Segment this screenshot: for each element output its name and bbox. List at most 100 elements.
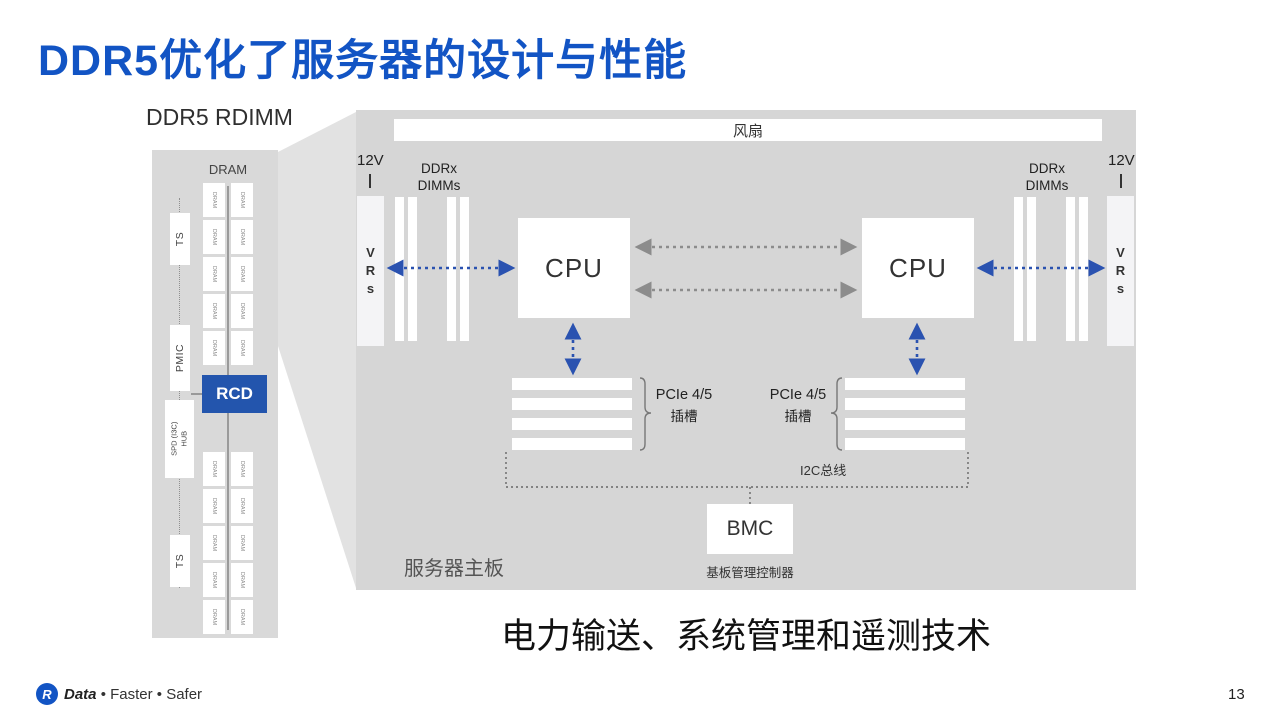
rdimm-side-chain-line [179, 198, 180, 588]
vrs-right-letter: V [1116, 244, 1125, 260]
dram-chip-label: DRAM [238, 534, 245, 552]
dram-chip-column: DRAM DRAM DRAM DRAM DRAM [231, 452, 253, 634]
v12-right-label: 12V [1108, 152, 1135, 169]
dram-chip: DRAM [203, 563, 225, 597]
dram-chip-label: DRAM [238, 571, 245, 589]
cpu-right-box: CPU [862, 218, 974, 318]
dimm-slot [1079, 197, 1088, 341]
pcie-slot [512, 438, 632, 450]
v12-right-tick [1120, 174, 1122, 188]
pcie-slot [845, 378, 965, 390]
dram-chip: DRAM [231, 526, 253, 560]
rambus-logo: R [36, 683, 58, 705]
dram-chip-label: DRAM [210, 460, 217, 478]
rambus-logo-letter: R [42, 686, 52, 702]
dram-chip-label: DRAM [238, 228, 245, 246]
slide-tagline: 电力输送、系统管理和遥测技术 [500, 617, 991, 656]
cpu-left-box: CPU [518, 218, 630, 318]
dram-chip-label: DRAM [238, 608, 245, 626]
dimms-left-label: DDRx DIMMs [417, 161, 461, 193]
dram-chip-label: DRAM [238, 339, 245, 357]
dimm-slot [408, 197, 417, 341]
bmc-box: BMC [707, 504, 793, 554]
dram-chip-label: DRAM [210, 608, 217, 626]
dram-chip-label: DRAM [210, 534, 217, 552]
dram-chip-label: DRAM [238, 191, 245, 209]
dram-chip-column: DRAM DRAM DRAM DRAM DRAM [203, 183, 225, 365]
dram-chip: DRAM [231, 489, 253, 523]
dimm-slot [395, 197, 404, 341]
pcie-slot [845, 438, 965, 450]
rcd-box: RCD [202, 375, 267, 413]
dimm-slot [460, 197, 469, 341]
pmic-label: PMIC [174, 343, 186, 373]
dram-chip: DRAM [203, 452, 225, 486]
dram-chip: DRAM [231, 183, 253, 217]
ts-sensor-top: TS [170, 213, 190, 265]
vrs-right-box: V R s [1107, 196, 1134, 346]
dram-chip: DRAM [231, 220, 253, 254]
dram-chip-label: DRAM [210, 497, 217, 515]
dram-chip: DRAM [203, 489, 225, 523]
pcie-left-label: PCIe 4/5 插槽 [655, 387, 713, 424]
spd-rcd-connector [191, 393, 202, 395]
brand-word: Data [64, 686, 97, 703]
dram-chip-label: DRAM [210, 265, 217, 283]
spd-hub-label: SPD (I3C) HUB [169, 421, 189, 457]
dram-chip: DRAM [203, 257, 225, 291]
dimm-slot [1066, 197, 1075, 341]
pcie-slot [512, 398, 632, 410]
dram-chip-label: DRAM [238, 265, 245, 283]
dram-chip: DRAM [231, 563, 253, 597]
pmic-box: PMIC [170, 325, 190, 391]
dram-chip-label: DRAM [238, 497, 245, 515]
brand-tagline: Data • Faster • Safer [64, 686, 202, 703]
v12-left-tick [369, 174, 371, 188]
dram-chip-label: DRAM [210, 571, 217, 589]
fan-label: 风扇 [732, 122, 763, 140]
pcie-right-label: PCIe 4/5 插槽 [769, 387, 827, 424]
page-number: 13 [1228, 686, 1245, 703]
pcie-slot [845, 398, 965, 410]
rdimm-heading: DDR5 RDIMM [146, 104, 293, 130]
vrs-right-letter: s [1116, 281, 1125, 297]
pcie-slot [845, 418, 965, 430]
i2c-bus-label: I2C总线 [800, 463, 847, 478]
dram-chip-label: DRAM [238, 460, 245, 478]
ts-sensor-top-label: TS [173, 231, 186, 247]
dram-chip-label: DRAM [210, 228, 217, 246]
dimms-right-label: DDRx DIMMs [1025, 161, 1069, 193]
dram-chip-label: DRAM [210, 302, 217, 320]
vrs-left-box: V R s [357, 196, 384, 346]
vrs-left-letter: s [366, 281, 375, 297]
dimm-slot [1027, 197, 1036, 341]
dram-chip: DRAM [203, 294, 225, 328]
dram-chip: DRAM [231, 331, 253, 365]
dram-chip: DRAM [231, 257, 253, 291]
bmc-caption: 基板管理控制器 [706, 566, 794, 580]
dram-heading: DRAM [208, 162, 248, 177]
dram-chip-label: DRAM [210, 339, 217, 357]
pcie-slot [512, 378, 632, 390]
spd-hub-box: SPD (I3C) HUB [165, 400, 194, 478]
dram-chip: DRAM [203, 526, 225, 560]
slide-title: DDR5优化了服务器的设计与性能 [38, 37, 688, 85]
dram-chip-column: DRAM DRAM DRAM DRAM DRAM [203, 452, 225, 634]
brand-suffix: • Faster • Safer [100, 686, 203, 703]
vrs-left-letter: V [366, 244, 375, 260]
ts-sensor-bottom: TS [170, 535, 190, 587]
board-label: 服务器主板 [404, 558, 504, 580]
dram-chip: DRAM [203, 331, 225, 365]
dimm-slot [1014, 197, 1023, 341]
dram-chip: DRAM [203, 183, 225, 217]
vrs-right-letter: R [1115, 262, 1126, 278]
pcie-slot [512, 418, 632, 430]
dram-chip: DRAM [203, 220, 225, 254]
vrs-left-letter: R [365, 262, 376, 278]
dram-chip-label: DRAM [210, 191, 217, 209]
ts-sensor-bottom-label: TS [173, 553, 186, 569]
v12-left-label: 12V [357, 152, 384, 169]
dram-chip: DRAM [203, 600, 225, 634]
